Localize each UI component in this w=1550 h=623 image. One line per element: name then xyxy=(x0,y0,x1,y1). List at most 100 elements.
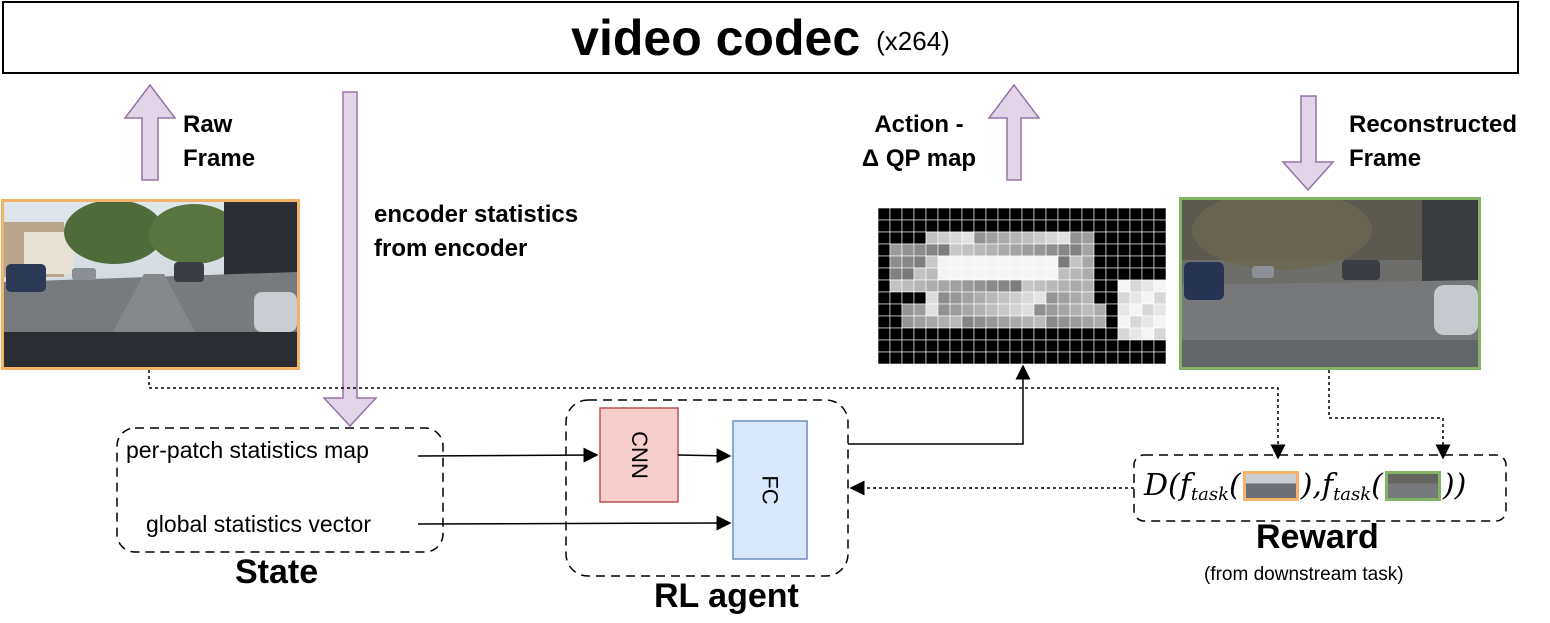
qp-map-cell xyxy=(889,279,903,293)
qp-map-cell xyxy=(985,291,999,305)
qp-map-cell xyxy=(877,279,891,293)
reward-subtitle: (from downstream task) xyxy=(1204,564,1404,585)
qp-map-cell xyxy=(997,255,1011,269)
qp-map-cell xyxy=(925,303,939,317)
cnn-label: CNN xyxy=(626,431,652,479)
qp-map-cell xyxy=(913,339,927,353)
qp-map-cell xyxy=(1069,279,1083,293)
qp-map-cell xyxy=(877,291,891,305)
reconstructed-label: Reconstructed Frame xyxy=(1349,108,1517,176)
qp-map-cell xyxy=(949,255,963,269)
qp-map-cell xyxy=(1045,315,1059,329)
qp-map-cell xyxy=(1057,279,1071,293)
qp-map-cell xyxy=(1129,339,1143,353)
raw-frame-label: Raw Frame xyxy=(183,108,255,176)
qp-map-cell xyxy=(1129,243,1143,257)
qp-map-cell xyxy=(1045,327,1059,341)
qp-map-cell xyxy=(1045,207,1059,221)
qp-map-cell xyxy=(1081,339,1095,353)
qp-map-cell xyxy=(889,219,903,233)
qp-map-cell xyxy=(961,291,975,305)
qp-map-cell xyxy=(1105,279,1119,293)
qp-map-cell xyxy=(1081,351,1095,365)
qp-map-cell xyxy=(877,315,891,329)
cnn-to-fc-arrow xyxy=(677,448,732,464)
qp-map-cell xyxy=(1009,243,1023,257)
encoder-stats-label-line2: from encoder xyxy=(374,235,528,262)
codec-title: video codec xyxy=(571,9,861,66)
qp-map-cell xyxy=(1105,267,1119,281)
qp-map-cell xyxy=(1045,303,1059,317)
qp-map-cell xyxy=(1021,219,1035,233)
qp-map-cell xyxy=(1069,231,1083,245)
qp-map-cell xyxy=(889,339,903,353)
qp-map-cell xyxy=(937,219,951,233)
qp-map-cell xyxy=(997,315,1011,329)
formula-sub1: task xyxy=(1190,484,1229,505)
qp-map-cell xyxy=(1057,327,1071,341)
qp-map-cell xyxy=(925,291,939,305)
qp-map-cell xyxy=(1081,231,1095,245)
qp-map-cell xyxy=(949,207,963,221)
qp-map-cell xyxy=(961,231,975,245)
reward-title: Reward xyxy=(1256,518,1379,556)
qp-map-cell xyxy=(1033,339,1047,353)
qp-map-cell xyxy=(961,315,975,329)
raw-frame-label-line2: Frame xyxy=(183,145,256,172)
qp-map-cell xyxy=(1009,207,1023,221)
qp-map-cell xyxy=(1093,291,1107,305)
reconstructed-label-line2: Frame xyxy=(1349,145,1422,172)
qp-map-cell xyxy=(973,219,987,233)
qp-map-cell xyxy=(1081,267,1095,281)
qp-map-cell xyxy=(937,315,951,329)
qp-map-cell xyxy=(1093,315,1107,329)
agent-to-qp-map-arrow xyxy=(848,364,1031,445)
qp-map-cell xyxy=(949,219,963,233)
qp-map-cell xyxy=(1009,339,1023,353)
qp-map-cell xyxy=(913,207,927,221)
qp-map-cell xyxy=(985,339,999,353)
qp-map-cell xyxy=(961,303,975,317)
reconstructed-down-arrow xyxy=(1281,95,1335,192)
action-label: Action - Δ QP map xyxy=(844,108,994,176)
qp-map-cell xyxy=(1057,303,1071,317)
qp-map-cell xyxy=(1153,327,1167,341)
qp-map-cell xyxy=(1093,231,1107,245)
qp-map-cell xyxy=(985,351,999,365)
qp-map-cell xyxy=(1129,255,1143,269)
fc-label-holder: FC xyxy=(733,421,807,559)
qp-map-cell xyxy=(1057,315,1071,329)
qp-map-cell xyxy=(877,303,891,317)
qp-map-cell xyxy=(1021,303,1035,317)
qp-map-cell xyxy=(973,303,987,317)
qp-map-cell xyxy=(913,219,927,233)
qp-map-cell xyxy=(913,243,927,257)
qp-map-cell xyxy=(913,291,927,305)
qp-map-cell xyxy=(1045,279,1059,293)
qp-map-cell xyxy=(1009,327,1023,341)
qp-map-cell xyxy=(925,207,939,221)
qp-map-cell xyxy=(973,279,987,293)
qp-map-cell xyxy=(1069,219,1083,233)
qp-map-cell xyxy=(877,339,891,353)
qp-map-cell xyxy=(961,207,975,221)
qp-map-cell xyxy=(1141,279,1155,293)
qp-map-cell xyxy=(961,267,975,281)
qp-map-cell xyxy=(1093,267,1107,281)
qp-map-cell xyxy=(1105,207,1119,221)
qp-map-cell xyxy=(877,351,891,365)
qp-map-cell xyxy=(1033,279,1047,293)
qp-map-cell xyxy=(1093,255,1107,269)
qp-map-cell xyxy=(1033,219,1047,233)
qp-map-cell xyxy=(973,315,987,329)
rl-agent-title: RL agent xyxy=(654,577,799,615)
qp-map-cell xyxy=(1093,207,1107,221)
qp-map-cell xyxy=(997,243,1011,257)
qp-map-cell xyxy=(901,255,915,269)
qp-map-cell xyxy=(1009,303,1023,317)
qp-map-cell xyxy=(913,351,927,365)
qp-map-cell xyxy=(1093,243,1107,257)
qp-map-cell xyxy=(901,207,915,221)
qp-map-cell xyxy=(1069,351,1083,365)
qp-map-cell xyxy=(937,351,951,365)
